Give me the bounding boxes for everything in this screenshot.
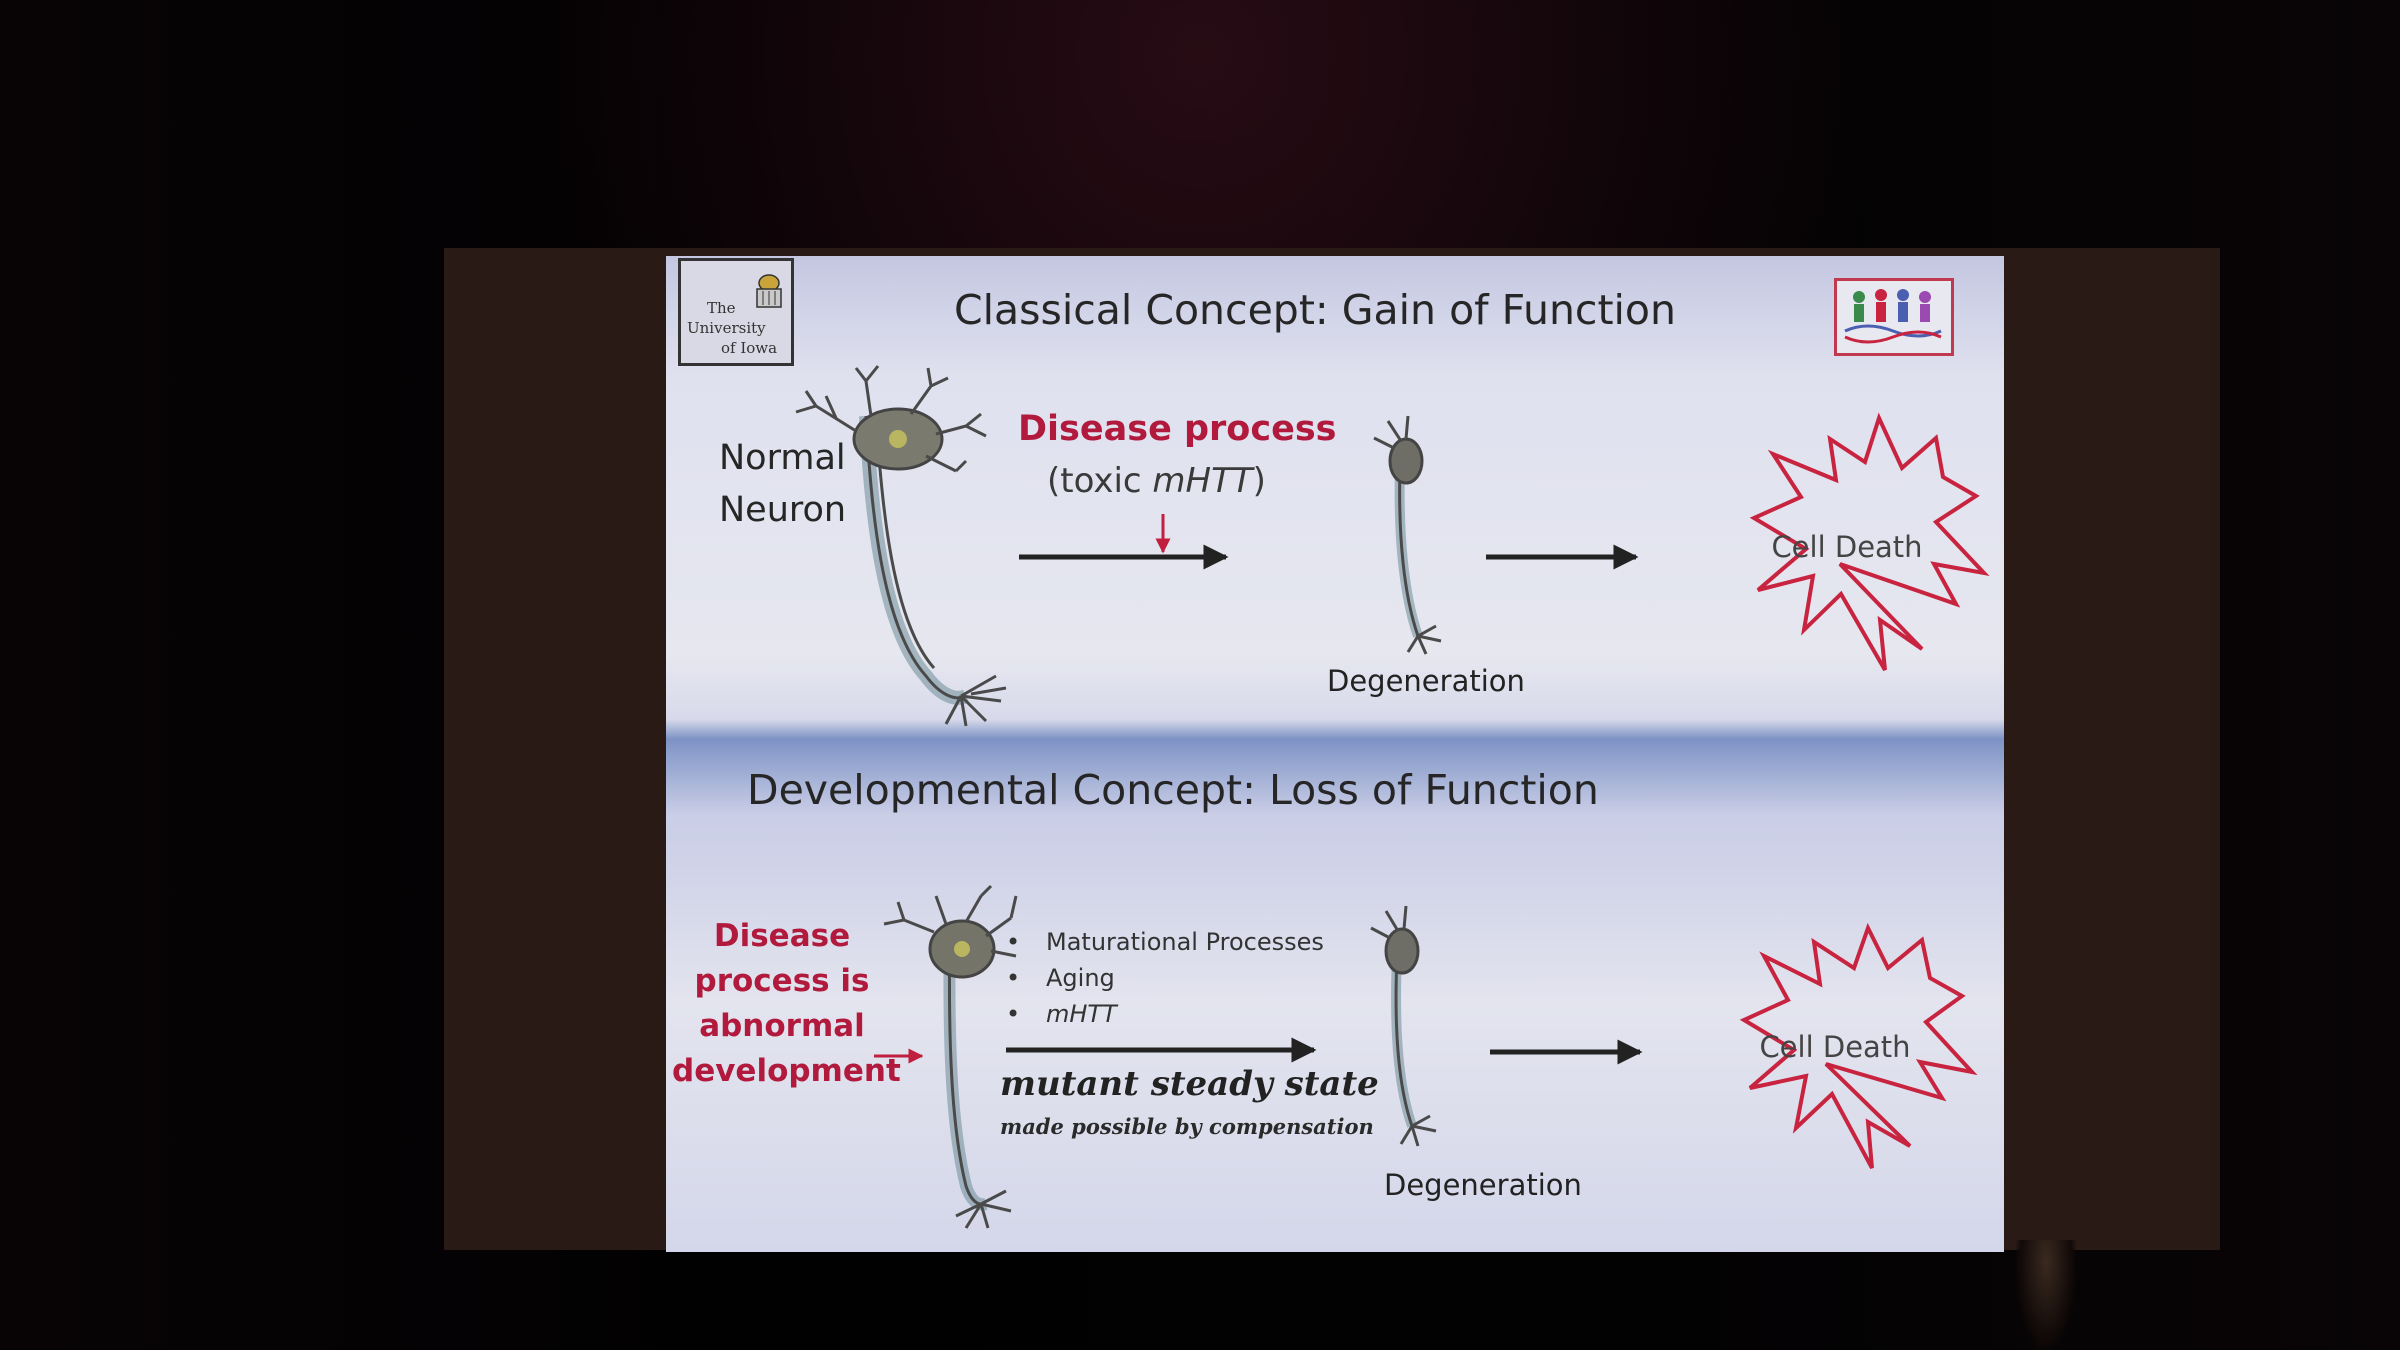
capitol-dome-icon (756, 274, 782, 308)
mutant-steady-state-label: mutant steady state (1000, 1064, 1379, 1104)
disease-process-label: Disease process (1018, 409, 1337, 449)
factor-bullet-list: Maturational Processes Aging mHTT (1006, 924, 1324, 1032)
logo-line-1: The (707, 299, 736, 317)
normal-neuron-icon (795, 365, 1007, 727)
compensation-label: made possible by compensation (1000, 1114, 1374, 1139)
cell-death-label-bottom: Cell Death (1759, 1030, 1911, 1064)
bullet-item: Maturational Processes (1006, 924, 1324, 960)
developing-neuron-icon (883, 884, 1018, 1229)
presentation-slide: The University of Iowa Classical Concept… (666, 256, 2004, 1252)
abnormal-development-label: Disease process is abnormal development (672, 918, 901, 1089)
bullet-item: mHTT (1006, 996, 1324, 1032)
cell-death-label-top: Cell Death (1771, 530, 1923, 564)
bottom-section-title: Developmental Concept: Loss of Function (747, 766, 1599, 814)
degenerating-neuron-icon (1373, 415, 1442, 655)
cell-death-star-icon-top (1749, 412, 1990, 672)
people-dna-logo-icon (1834, 278, 1954, 356)
degeneration-label-top: Degeneration (1327, 664, 1525, 698)
logo-line-2: University (687, 319, 766, 337)
bullet-item: Aging (1006, 960, 1324, 996)
cell-death-star-icon-bottom (1739, 922, 1978, 1169)
people-figures-icon (1844, 289, 1942, 344)
presenter-silhouette (2016, 1240, 2076, 1350)
normal-neuron-label-line1: Normal (719, 438, 846, 478)
degenerating-neuron-icon-bottom (1370, 905, 1437, 1147)
degeneration-label-bottom: Degeneration (1384, 1168, 1582, 1202)
logo-line-3: of Iowa (721, 339, 778, 357)
normal-neuron-label-line2: Neuron (719, 490, 847, 530)
top-section-title: Classical Concept: Gain of Function (954, 286, 1677, 334)
university-logo: The University of Iowa (678, 258, 794, 366)
slide-graphics (795, 365, 1990, 1229)
toxic-mhtt-label: (toxic mHTT) (1047, 461, 1266, 501)
